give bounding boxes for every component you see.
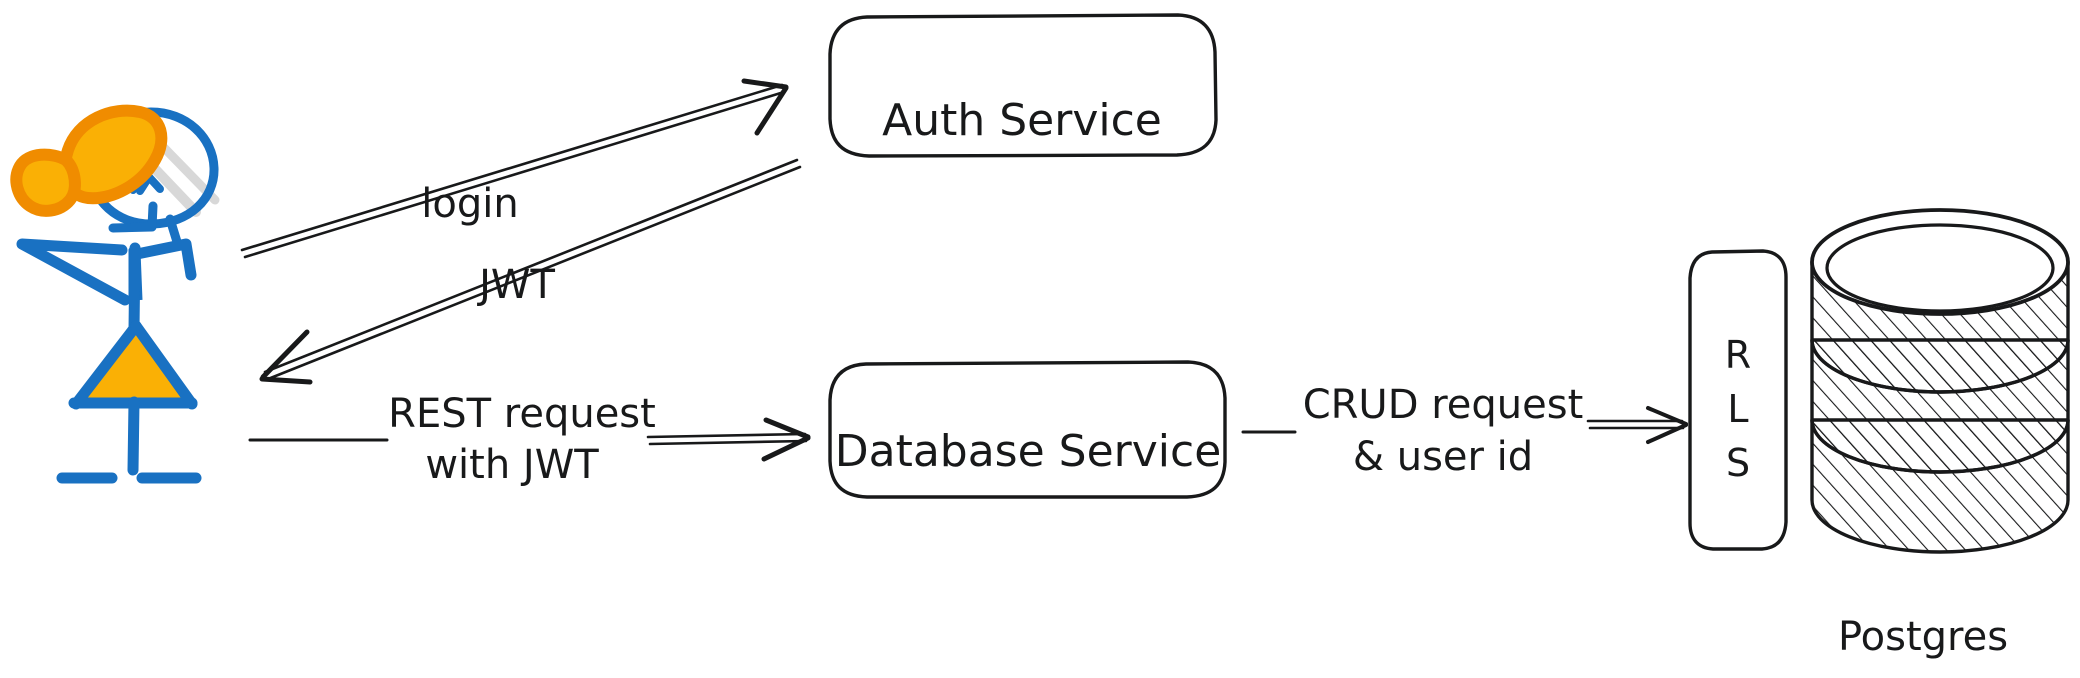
- edge-label-crud-request: CRUD request & user id: [1303, 382, 1584, 480]
- node-label-auth-service: Auth Service: [882, 95, 1162, 146]
- mouth: [108, 201, 158, 233]
- user-stick-figure: [10, 104, 220, 484]
- edge-label-rest-request: REST request with JWT: [388, 391, 656, 488]
- edge-label-crud-request-line1: CRUD request: [1303, 382, 1584, 428]
- skirt: [78, 326, 190, 402]
- node-auth-service[interactable]: [828, 13, 1218, 158]
- node-label-rls: R L S: [1725, 333, 1751, 485]
- edge-label-rest-request-line1: REST request: [388, 391, 656, 437]
- edge-label-rest-request-line2: with JWT: [425, 442, 599, 488]
- arm-left: [16, 238, 131, 306]
- bow-hat: [10, 104, 168, 217]
- edge-label-login: login: [421, 181, 518, 227]
- node-label-database-service: Database Service: [835, 426, 1222, 477]
- edge-label-jwt: JWT: [476, 262, 555, 308]
- node-rls[interactable]: [1688, 249, 1788, 551]
- arm-right: [131, 238, 197, 281]
- node-label-postgres: Postgres: [1838, 614, 2008, 660]
- edge-rest-request-arrow: [248, 417, 811, 462]
- rls-letter-s: S: [1726, 441, 1750, 485]
- node-postgres-cylinder[interactable]: [1810, 208, 2070, 554]
- edge-login-arrow: [240, 78, 789, 259]
- edge-crud-request-arrow: [1241, 406, 1688, 444]
- edge-label-crud-request-line2: & user id: [1353, 434, 1533, 480]
- edge-jwt-arrow: [259, 158, 802, 385]
- rls-letter-l: L: [1727, 387, 1748, 431]
- leg: [127, 396, 140, 476]
- rls-letter-r: R: [1725, 333, 1751, 377]
- node-database-service[interactable]: [828, 360, 1227, 499]
